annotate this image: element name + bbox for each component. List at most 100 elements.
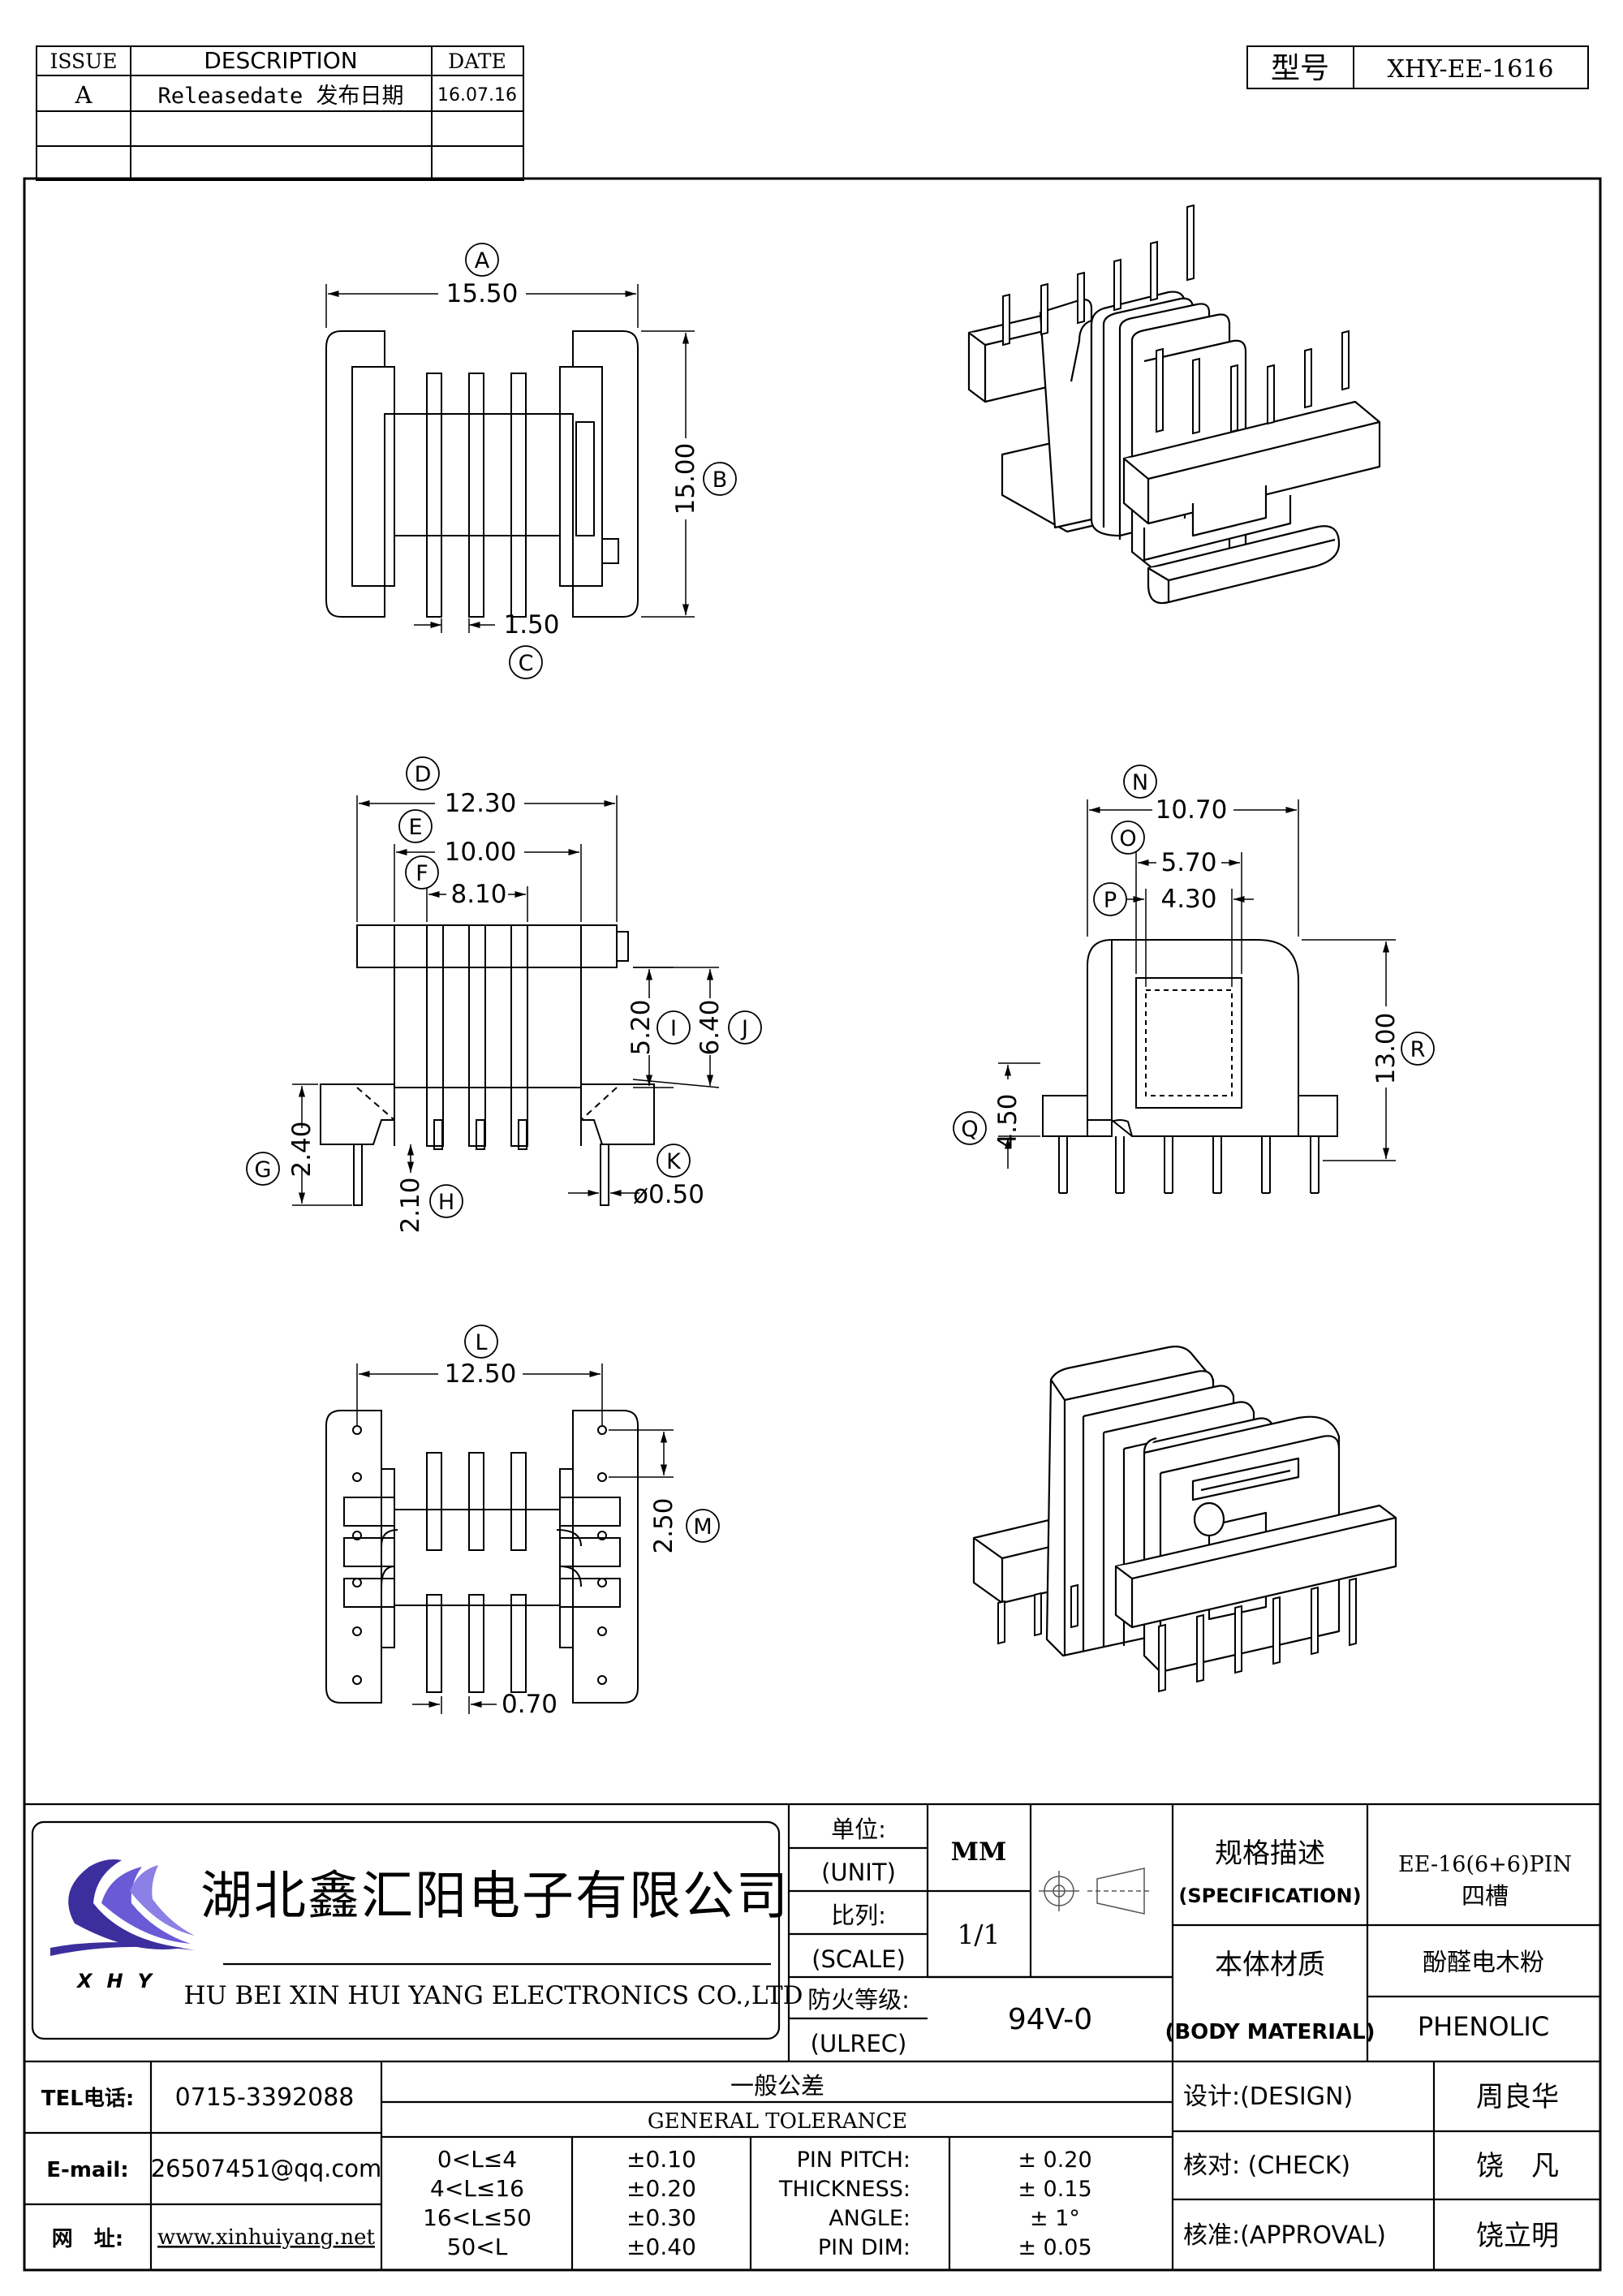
email-value: 26507451@qq.com (151, 2155, 382, 2182)
unit-label-cn: 单位: (831, 1816, 886, 1843)
fire-label-cn: 防火等级: (807, 1986, 910, 2014)
unit-label-en: (UNIT) (821, 1859, 896, 1886)
tolerance-value-2: ±0.20 (626, 2175, 696, 2202)
dim-value-H: 2.10 (396, 1177, 425, 1233)
balloon-letter-K: K (666, 1149, 682, 1174)
balloon-letter-L: L (475, 1330, 487, 1355)
balloon-letter-H: H (438, 1190, 454, 1215)
dim-value-E: 10.00 (445, 838, 517, 867)
spec-label-cn: 规格描述 (1215, 1837, 1325, 1870)
dim-value-L: 12.50 (445, 1359, 517, 1389)
tolerance-item-value-4: ± 0.05 (1018, 2235, 1091, 2260)
tolerance-value-3: ±0.30 (626, 2204, 696, 2231)
tel-value: 0715-3392088 (175, 2083, 355, 2112)
revision-description-value: Releasedate 发布日期 (157, 84, 403, 109)
dim-value-I: 5.20 (626, 999, 656, 1055)
balloon-letter-O: O (1119, 826, 1136, 851)
scale-label-cn: 比列: (831, 1902, 886, 1929)
balloon-letter-R: R (1410, 1037, 1426, 1062)
isometric-view-top (967, 291, 1381, 605)
dim-value-A: 15.50 (446, 279, 519, 308)
tolerance-item-value-2: ± 0.15 (1018, 2177, 1091, 2202)
side-view (1042, 939, 1338, 1194)
company-name-en: HU BEI XIN HUI YANG ELECTRONICS CO.,LTD (183, 1981, 803, 2010)
balloon-letter-C: C (519, 651, 534, 676)
web-value[interactable]: www.xinhuiyang.net (157, 2225, 375, 2250)
model-label: 型号 (1271, 52, 1329, 85)
revision-header-description: DESCRIPTION (204, 47, 358, 74)
bottom-view (325, 1410, 639, 1704)
material-label-en: (BODY MATERIAL) (1165, 2020, 1375, 2044)
tolerance-range-1: 0<L≤4 (437, 2146, 517, 2173)
dim-value-O: 5.70 (1160, 848, 1216, 877)
tolerance-range-3: 16<L≤50 (423, 2204, 532, 2231)
revision-issue-value: A (75, 81, 93, 109)
balloon-letter-F: F (415, 861, 428, 886)
balloon-letter-J: J (740, 1016, 748, 1041)
revision-header-issue: ISSUE (50, 50, 117, 73)
email-label: E-mail: (46, 2158, 128, 2182)
dim-value-J: 6.40 (695, 999, 725, 1055)
dim-value-M: 2.50 (649, 1497, 678, 1553)
fire-label-en: (ULREC) (811, 2030, 907, 2057)
isometric-top-pins (1002, 204, 1350, 435)
tolerance-item-value-1: ± 0.20 (1018, 2147, 1091, 2173)
tolerance-value-1: ±0.10 (626, 2146, 696, 2173)
dim-value-D: 12.30 (445, 789, 517, 818)
check-value: 饶 凡 (1476, 2150, 1559, 2182)
balloon-letter-A: A (475, 248, 490, 274)
balloon-letter-G: G (255, 1157, 272, 1182)
spec-value-2: 四槽 (1462, 1882, 1509, 1910)
balloon-letter-I: I (670, 1016, 677, 1041)
tolerance-item-1: PIN PITCH: (797, 2147, 911, 2173)
material-value-en: PHENOLIC (1418, 2011, 1549, 2042)
tolerance-item-2: THICKNESS: (778, 2177, 911, 2202)
web-label: 网 址: (52, 2227, 123, 2251)
tolerance-item-value-3: ± 1° (1030, 2206, 1080, 2231)
unit-value: MM (951, 1837, 1007, 1867)
design-label: 设计:(DESIGN) (1183, 2083, 1353, 2111)
material-value-cn: 酚醛电木粉 (1423, 1949, 1544, 1977)
spec-value-1: EE-16(6+6)PIN (1398, 1852, 1572, 1877)
balloon-letter-B: B (712, 467, 728, 493)
revision-date-value: 16.07.16 (437, 85, 517, 106)
tolerance-item-3: ANGLE: (829, 2206, 911, 2231)
balloon-letter-M: M (693, 1514, 712, 1540)
side-view-dimensions (998, 799, 1396, 1169)
tolerance-title-en: GENERAL TOLERANCE (648, 2109, 907, 2134)
spec-label-en: (SPECIFICATION) (1178, 1885, 1361, 1907)
xhy-logo-text: XHY (75, 1970, 166, 1992)
xhy-logo-icon (50, 1859, 195, 1956)
dim-value-bottom-pin: 0.70 (502, 1690, 558, 1719)
top-view-dimensions (325, 284, 695, 633)
approval-value: 饶立明 (1476, 2220, 1559, 2252)
balloon-letter-E: E (408, 815, 422, 840)
tolerance-range-2: 4<L≤16 (430, 2175, 524, 2202)
dim-value-N: 10.70 (1156, 795, 1228, 825)
dim-value-P: 4.30 (1160, 885, 1216, 914)
revision-table (36, 45, 524, 181)
dimension-balloons (246, 243, 1435, 1543)
dim-value-F: 8.10 (450, 880, 506, 909)
dim-value-C: 1.50 (503, 610, 559, 640)
dim-value-K: ø0.50 (633, 1180, 704, 1209)
dim-value-Q: 4.50 (993, 1093, 1022, 1149)
first-angle-projection-icon (1039, 1867, 1152, 1915)
model-box (1246, 45, 1589, 89)
dim-value-R: 13.00 (1371, 1013, 1401, 1085)
check-label: 核对: (CHECK) (1183, 2152, 1350, 2180)
dimension-balloon-letters: A B C D E F G H I J K L M N O P Q R (255, 248, 1426, 1540)
revision-header-date: DATE (448, 50, 506, 73)
tolerance-item-4: PIN DIM: (818, 2235, 911, 2260)
scale-value: 1/1 (957, 1919, 1000, 1950)
design-value: 周良华 (1476, 2081, 1559, 2113)
tolerance-title-cn: 一般公差 (730, 2072, 824, 2100)
balloon-letter-P: P (1104, 888, 1117, 913)
title-block-grid (24, 1803, 1600, 2270)
balloon-letter-D: D (415, 762, 432, 787)
front-view-dimensions (292, 795, 720, 1206)
balloon-letter-N: N (1132, 770, 1148, 795)
tolerance-value-4: ±0.40 (626, 2234, 696, 2260)
isometric-bottom-pins (997, 1577, 1357, 1693)
tel-label: TEL电话: (41, 2087, 134, 2111)
